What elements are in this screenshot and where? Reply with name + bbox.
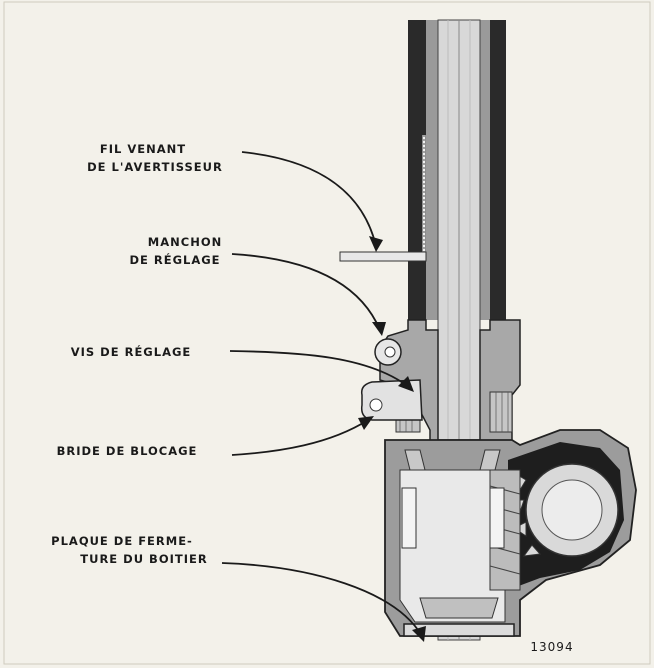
arrowhead-vis bbox=[398, 376, 414, 392]
leader-arrow-vis bbox=[229, 350, 411, 389]
arrowhead-fil-venant bbox=[369, 236, 383, 252]
locking-clamp bbox=[360, 379, 423, 421]
label-plaque-line1: PLAQUE DE FERME- bbox=[51, 534, 193, 548]
arrowhead-manchon bbox=[372, 322, 386, 336]
leader-arrow-fil-venant bbox=[241, 151, 377, 247]
steering-box-housing bbox=[384, 429, 637, 637]
leader-arrow-plaque bbox=[221, 562, 423, 637]
label-manchon-line1: MANCHON bbox=[148, 235, 222, 249]
arrowhead-plaque bbox=[412, 626, 426, 642]
label-bride-de-blocage: BRIDE DE BLOCAGE bbox=[57, 444, 198, 458]
leader-arrow-bride bbox=[231, 419, 369, 456]
label-fil-venant-line2: DE L'AVERTISSEUR bbox=[87, 160, 223, 174]
figure-frame bbox=[3, 1, 651, 665]
leader-arrow-manchon bbox=[231, 253, 381, 331]
label-fil-venant-line1: FIL VENANT bbox=[100, 142, 186, 156]
label-manchon-line2: DE RÉGLAGE bbox=[129, 252, 220, 267]
label-vis-de-reglage: VIS DE RÉGLAGE bbox=[71, 344, 192, 359]
housing-closing-plate bbox=[403, 623, 515, 637]
arrowhead-bride bbox=[358, 416, 374, 430]
label-plaque-line2: TURE DU BOITIER bbox=[80, 552, 207, 566]
horn-wire bbox=[339, 135, 427, 262]
figure-number: 13094 bbox=[530, 640, 573, 654]
adjusting-screw bbox=[374, 338, 402, 366]
